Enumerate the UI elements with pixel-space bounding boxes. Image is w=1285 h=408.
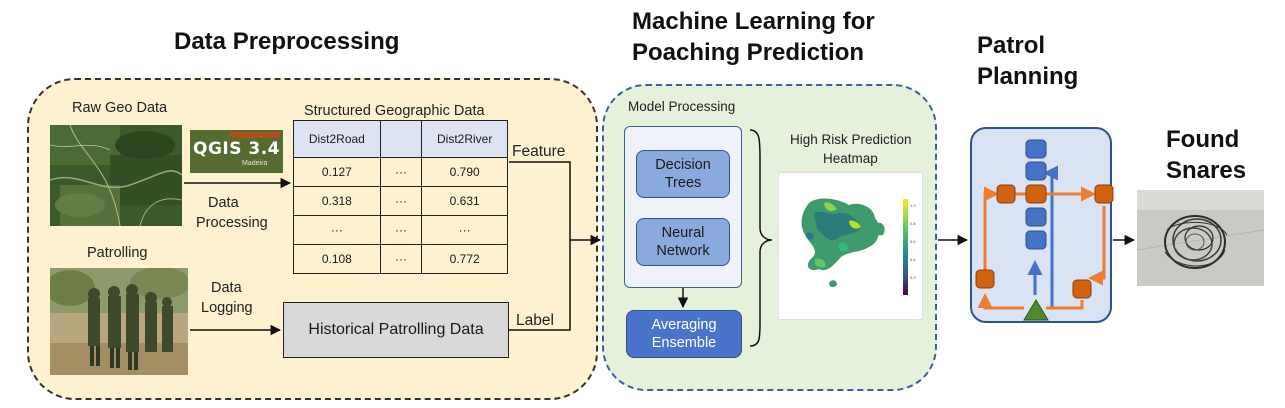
heatmap-title-line2: Heatmap: [823, 151, 878, 166]
table-cell: ···: [379, 244, 423, 274]
model-processing-label: Model Processing: [628, 99, 736, 114]
label-label: Label: [516, 312, 554, 329]
ml-title-line2: Poaching Prediction: [632, 39, 865, 66]
heatmap-title-line1: High Risk Prediction: [790, 132, 912, 147]
table-cell: ···: [379, 215, 423, 245]
found-snares-photo: [1137, 190, 1264, 286]
patrol-title-line2: Planning: [977, 63, 1079, 90]
ml-title-line1: Machine Learning for: [632, 8, 875, 35]
found-snares-title-line1: Found: [1166, 126, 1240, 153]
table-header-cell: Dist2River: [421, 120, 508, 158]
decision-trees-line1: Decision: [655, 157, 711, 173]
table-cell: ···: [421, 215, 508, 245]
averaging-ensemble-line2: Ensemble: [651, 335, 717, 351]
table-row: 0.318 ··· 0.631: [293, 186, 508, 216]
table-row: ··· ··· ···: [293, 215, 508, 245]
data-logging-label-line1: Data: [211, 280, 242, 296]
data-processing-label-line2: Processing: [196, 215, 268, 231]
qgis-logo-text: QGIS 3.4: [193, 139, 281, 159]
patrolling-label: Patrolling: [87, 245, 148, 261]
colorbar-tick: 0.2: [910, 275, 916, 280]
table-header-cell: Dist2Road: [293, 120, 381, 158]
data-logging-label-line2: Logging: [201, 300, 253, 316]
patrol-routes: [977, 165, 1106, 310]
structured-data-table: Dist2Road Dist2River 0.127 ··· 0.790 0.3…: [293, 120, 508, 274]
risk-heatmap: 1.0 0.8 0.6 0.4 0.2: [778, 172, 923, 320]
table-cell: ···: [293, 215, 381, 245]
neural-network-box: Neural Network: [636, 218, 730, 266]
qgis-logo-subtext: Madeira: [242, 160, 268, 167]
averaging-ensemble-line1: Averaging: [651, 317, 717, 333]
patrol-nodes: [975, 139, 1114, 321]
label-connector: [509, 240, 571, 331]
averaging-ensemble-box: Averaging Ensemble: [626, 310, 742, 358]
neural-network-line2: Network: [656, 243, 710, 259]
table-cell: ···: [379, 157, 423, 187]
table-cell: 0.318: [293, 186, 381, 216]
table-cell: 0.772: [421, 244, 508, 274]
colorbar-tick: 0.4: [910, 257, 916, 262]
colorbar-tick: 0.6: [910, 239, 916, 244]
data-processing-label-line1: Data: [208, 195, 239, 211]
structured-data-title: Structured Geographic Data: [304, 103, 485, 119]
table-header-row: Dist2Road Dist2River: [293, 120, 508, 158]
data-preprocessing-title: Data Preprocessing: [174, 28, 400, 55]
colorbar-tick: 0.8: [910, 221, 916, 226]
found-snares-title-line2: Snares: [1166, 157, 1247, 184]
table-row: 0.108 ··· 0.772: [293, 244, 508, 274]
feature-label: Feature: [512, 143, 566, 160]
historical-patrolling-data-box: Historical Patrolling Data: [283, 302, 509, 358]
satellite-image: [50, 125, 182, 226]
table-cell: 0.108: [293, 244, 381, 274]
patrol-title-line1: Patrol: [977, 32, 1046, 59]
table-cell: 0.631: [421, 186, 508, 216]
decision-trees-line2: Trees: [664, 175, 702, 191]
qgis-logo: QGIS 3.4 Madeira: [190, 130, 283, 173]
table-cell: 0.127: [293, 157, 381, 187]
qgis-logo-banner: [230, 132, 280, 138]
decision-trees-box: Decision Trees: [636, 150, 730, 198]
patrolling-photo: [50, 268, 188, 375]
neural-network-line1: Neural: [661, 225, 705, 241]
raw-geo-data-label: Raw Geo Data: [72, 100, 168, 116]
brace: [749, 129, 773, 347]
feature-connector: [509, 161, 571, 240]
colorbar-tick: 1.0: [910, 203, 916, 208]
